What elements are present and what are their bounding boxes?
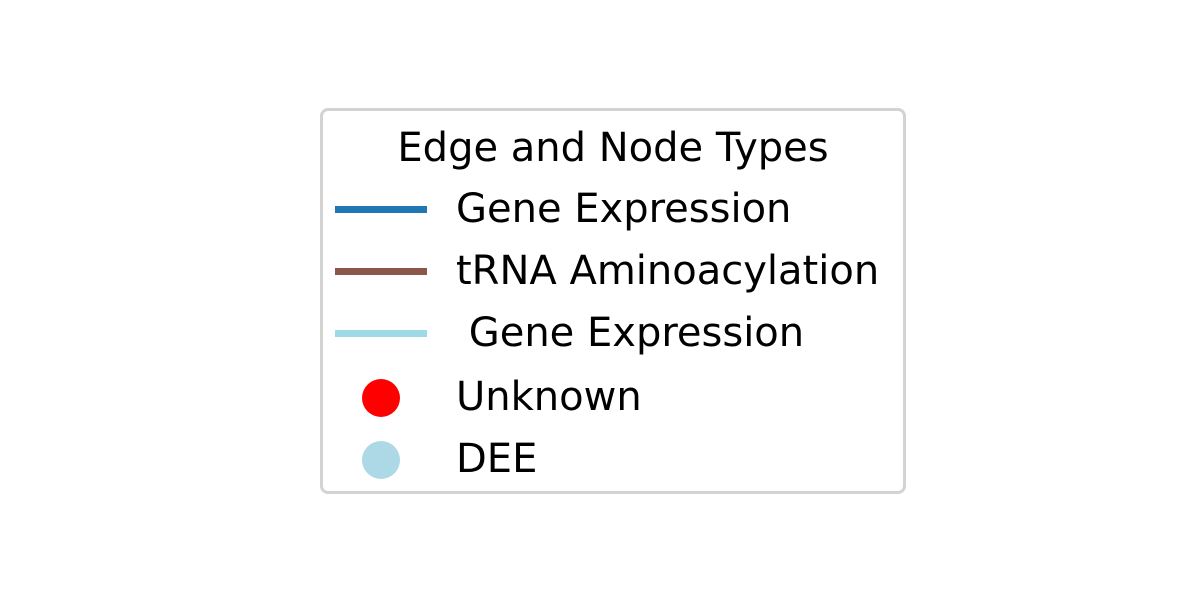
line-swatch-icon [335,268,427,275]
legend-entry-dee: DEE [323,429,903,491]
legend-entry-label: DEE [456,436,538,482]
legend-entry-gene-expression: Gene Expression [323,179,903,241]
legend-entry-label: tRNA Aminoacylation [456,248,880,294]
legend-box: Edge and Node Types Gene Expression tRNA… [320,108,906,494]
circle-marker-icon [362,441,400,479]
circle-marker-icon [362,379,400,417]
legend-entry-label: Unknown [456,374,642,420]
legend-entry-trna-aminoacylation: tRNA Aminoacylation [323,241,903,303]
line-swatch-icon [335,330,427,337]
legend-entry-label: Gene Expression [456,186,792,232]
legend-entry-unknown: Unknown [323,367,903,429]
line-swatch-icon [335,206,427,213]
legend-title: Edge and Node Types [397,125,829,171]
legend-entry-label: Gene Expression [456,310,805,356]
legend-entry-gene-expression-2: Gene Expression [323,303,903,365]
